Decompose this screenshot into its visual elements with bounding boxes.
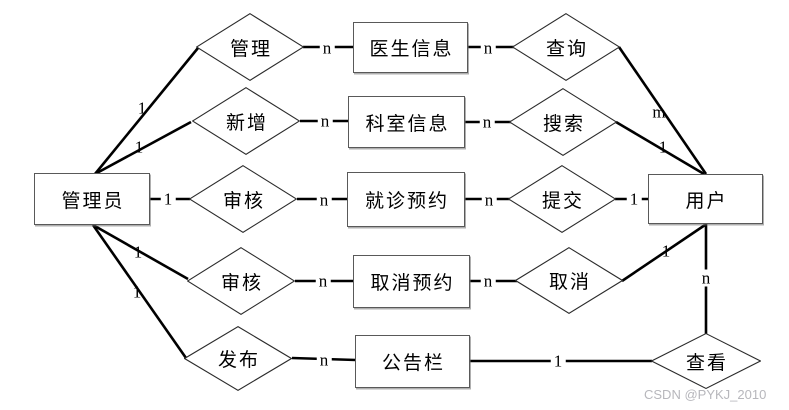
edge-line-admin-manage xyxy=(93,47,200,175)
relation-review-appointment: 审核 xyxy=(189,165,297,233)
relation-publish-label: 发布 xyxy=(217,350,260,371)
diamond-shape xyxy=(515,247,623,314)
edge-line-admin-review-cancel xyxy=(92,223,189,281)
relation-add-label: 新增 xyxy=(225,112,268,134)
diamond-shape xyxy=(196,13,304,81)
relation-add: 新增 xyxy=(192,87,300,155)
relation-submit: 提交 xyxy=(508,165,616,233)
edge-line-query-user xyxy=(617,46,708,175)
relation-manage-label: 管理 xyxy=(229,38,272,60)
edge-line-cancel-user xyxy=(621,223,706,283)
relation-review-cancel: 审核 xyxy=(187,247,295,315)
cardinality-dept-info-search: n xyxy=(479,113,495,131)
relation-cancel-label: 取消 xyxy=(548,272,591,293)
diamond-shape xyxy=(508,165,616,233)
cardinality-bulletin-view: 1 xyxy=(550,352,566,370)
cardinality-admin-add: 1 xyxy=(134,137,144,157)
relation-search-label: 搜索 xyxy=(542,113,585,135)
cardinality-user-view: n xyxy=(698,269,714,287)
cardinality-search-user: 1 xyxy=(658,137,668,157)
cardinality-submit-user: 1 xyxy=(626,190,642,208)
diamond-shape xyxy=(651,333,761,389)
cardinality-query-user: m xyxy=(652,102,666,122)
diamond-shape xyxy=(184,326,292,391)
entity-cancel-appointment: 取消预约 xyxy=(353,255,470,308)
relation-query: 查询 xyxy=(512,13,620,81)
entity-bulletin: 公告栏 xyxy=(355,335,470,388)
cardinality-admin-publish: 1 xyxy=(132,282,142,302)
relation-search: 搜索 xyxy=(509,88,617,156)
edge-line-admin-publish xyxy=(91,224,188,359)
edge-line-admin-add xyxy=(94,120,192,176)
cardinality-publish-bulletin: n xyxy=(316,351,332,369)
diamond-shape xyxy=(189,165,297,233)
cardinality-admin-manage: 1 xyxy=(137,98,147,118)
edge-line-search-user xyxy=(615,120,705,176)
cardinality-add-dept-info: n xyxy=(317,112,333,130)
entity-user: 用户 xyxy=(648,174,763,224)
diamond-shape xyxy=(512,13,620,81)
cardinality-doctor-info-query: n xyxy=(480,39,496,57)
relation-view-label: 查看 xyxy=(685,352,728,374)
watermark: CSDN @PYKJ_2010 xyxy=(644,387,767,402)
cardinality-manage-doctor-info: n xyxy=(319,39,335,57)
relation-review-cancel-label: 审核 xyxy=(220,272,263,294)
relation-query-label: 查询 xyxy=(545,38,588,60)
diamond-shape xyxy=(192,87,300,155)
relation-manage: 管理 xyxy=(196,13,304,81)
diamond-shape xyxy=(509,88,617,156)
cardinality-admin-review-cancel: 1 xyxy=(133,242,143,262)
cardinality-admin-review-appointment: 1 xyxy=(160,190,176,208)
diamond-shape xyxy=(187,247,295,315)
relation-view: 查看 xyxy=(651,333,761,389)
entity-dept-info: 科室信息 xyxy=(348,96,465,148)
cardinality-appointment-submit: n xyxy=(481,191,497,209)
relation-submit-label: 提交 xyxy=(541,190,584,212)
relation-publish: 发布 xyxy=(184,326,292,391)
relation-review-appointment-label: 审核 xyxy=(222,190,265,212)
cardinality-review-cancel-cancel-appointment: n xyxy=(315,272,331,290)
entity-appointment: 就诊预约 xyxy=(347,172,465,227)
cardinality-review-appointment-appointment: n xyxy=(316,191,332,209)
cardinality-cancel-appointment-cancel: n xyxy=(480,272,496,290)
entity-doctor-info: 医生信息 xyxy=(353,22,468,73)
cardinality-cancel-user: 1 xyxy=(661,241,671,261)
entity-admin: 管理员 xyxy=(34,173,150,225)
relation-cancel: 取消 xyxy=(515,247,623,314)
